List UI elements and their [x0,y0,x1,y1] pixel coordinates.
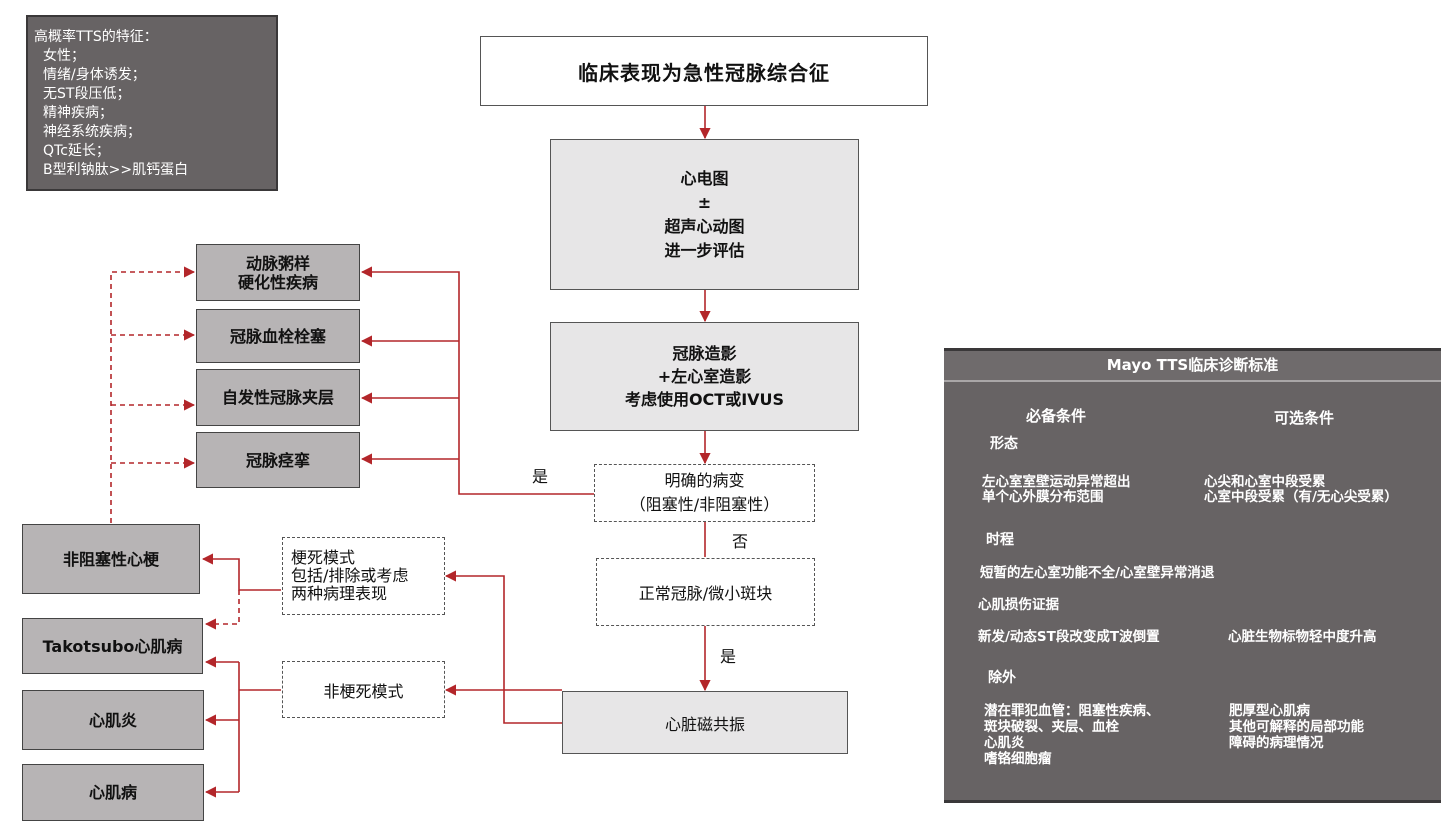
dx-cardiomyopathy-text: 心肌病 [88,783,137,802]
mayo-time-heading: 时程 [986,532,1014,548]
tts-feature-item: 精神疾病； [43,105,113,121]
dx-thromboembolism-text: 冠脉血栓栓塞 [229,326,326,346]
acs-presentation-text: 临床表现为急性冠脉综合征 [578,60,830,85]
angio-line: +左心室造影 [657,367,752,386]
dx-minoca: 非阻塞性心梗 [22,524,200,594]
ecg-echo-box: 心电图 ± 超声心动图 进一步评估 [550,139,859,290]
mayo-optional-heading: 可选条件 [1274,409,1335,427]
mayo-injury-required: 新发/动态ST段改变成T波倒置 [978,629,1160,645]
dx-atherosclerosis-line: 动脉粥样 [245,253,310,273]
arrow-to-atherosclerosis [360,266,594,495]
mayo-exclude-required-line: 心肌炎 [984,735,1025,751]
mayo-exclude-required-line: 潜在罪犯血管：阻塞性疾病、 [984,703,1160,719]
tts-feature-item: 女性； [43,48,85,64]
cardiac-mri-text: 心脏磁共振 [664,714,745,734]
ecg-line: ± [697,192,712,212]
mayo-title: Mayo TTS临床诊断标准 [944,351,1441,382]
infarct-line: 两种病理表现 [291,584,388,603]
lesion-line: （阻塞性/非阻塞性） [629,495,780,514]
angio-line: 冠脉造影 [672,344,737,363]
mayo-injury-optional: 心脏生物标物轻中度升高 [1228,629,1377,645]
definite-lesion-box: 明确的病变 （阻塞性/非阻塞性） [594,464,815,522]
ecg-line: 心电图 [680,168,729,188]
mayo-exclude-required-line: 嗜铬细胞瘤 [984,751,1052,767]
mayo-exclude-heading: 除外 [988,670,1016,686]
dashed-to-atherosclerosis [110,266,196,523]
mayo-morph-required-line: 左心室室壁运动异常超出 [982,474,1131,490]
dx-takotsubo: Takotsubo心肌病 [22,618,203,674]
mayo-exclude-optional-line: 其他可解释的局部功能 [1229,719,1364,735]
dx-atherosclerosis: 动脉粥样 硬化性疾病 [196,244,360,301]
dx-dissection-text: 自发性冠脉夹层 [221,388,334,407]
non-infarct-pattern-box: 非梗死模式 [282,661,445,718]
dx-cardiomyopathy: 心肌病 [22,764,204,821]
dx-dissection: 自发性冠脉夹层 [196,369,360,426]
tts-feature-item: 神经系统疾病； [43,124,141,140]
ecg-line: 超声心动图 [664,216,745,236]
ecg-line: 进一步评估 [664,240,745,260]
mayo-required-heading: 必备条件 [1026,407,1087,425]
infarct-line: 梗死模式 [291,548,356,567]
angio-line: 考虑使用OCT或IVUS [624,390,785,409]
dx-spasm-text: 冠脉痉挛 [245,450,310,470]
dx-minoca-text: 非阻塞性心梗 [62,549,159,569]
mayo-time-required: 短暂的左心室功能不全/心室壁异常消退 [980,565,1215,581]
mayo-morph-optional-line: 心尖和心室中段受累 [1204,474,1326,490]
cardiac-mri-box: 心脏磁共振 [562,691,848,754]
dx-spasm: 冠脉痉挛 [196,432,360,488]
mayo-morphology-heading: 形态 [990,436,1018,452]
non-infarct-text: 非梗死模式 [323,681,404,701]
mayo-exclude-required: 潜在罪犯血管：阻塞性疾病、 斑块破裂、夹层、血栓 心肌炎 嗜铬细胞瘤 [984,703,1160,767]
mayo-criteria-panel: Mayo TTS临床诊断标准 必备条件 可选条件 形态 左心室室壁运动异常超出 … [944,348,1441,803]
mayo-exclude-optional-line: 障碍的病理情况 [1229,735,1324,751]
mayo-morph-required-line: 单个心外膜分布范围 [982,489,1104,505]
dx-takotsubo-text: Takotsubo心肌病 [42,636,183,656]
angiography-box: 冠脉造影 +左心室造影 考虑使用OCT或IVUS [550,322,859,431]
dx-atherosclerosis-line: 硬化性疾病 [237,272,318,292]
tts-features-panel: 高概率TTS的特征： 女性； 情绪/身体诱发； 无ST段压低； 精神疾病； 神经… [26,15,278,191]
normal-coronary-box: 正常冠脉/微小斑块 [596,558,815,626]
acs-presentation-box: 临床表现为急性冠脉综合征 [480,36,928,106]
no-label-lesion: 否 [732,532,749,551]
infarct-pattern-box: 梗死模式 包括/排除或考虑 两种病理表现 [282,537,445,615]
mayo-morph-optional: 心尖和心室中段受累 心室中段受累（有/无心尖受累） [1204,475,1398,505]
lesion-line: 明确的病变 [664,471,745,490]
dx-thromboembolism: 冠脉血栓栓塞 [196,309,360,363]
mayo-injury-heading: 心肌损伤证据 [978,597,1059,613]
mayo-morph-optional-line: 心室中段受累（有/无心尖受累） [1204,489,1398,505]
tts-feature-item: B型利钠肽>>肌钙蛋白 [43,162,189,178]
dx-myocarditis-text: 心肌炎 [88,710,137,730]
mayo-exclude-optional-line: 肥厚型心肌病 [1229,703,1310,719]
arrow-infarct-to-minoca [201,553,281,591]
tts-feature-item: 情绪/身体诱发； [43,67,146,83]
tts-feature-item: 无ST段压低； [43,86,131,102]
mayo-morph-required: 左心室室壁运动异常超出 单个心外膜分布范围 [982,475,1131,505]
tts-features-title: 高概率TTS的特征： [34,29,158,45]
arrow-mri-to-infarct [444,570,562,724]
mayo-exclude-optional: 肥厚型心肌病 其他可解释的局部功能 障碍的病理情况 [1229,703,1364,751]
normal-coronary-text: 正常冠脉/微小斑块 [638,584,773,603]
yes-label-lesion: 是 [532,467,549,486]
dashed-infarct-to-takotsubo [204,590,240,630]
yes-label-normal: 是 [720,647,737,666]
infarct-line: 包括/排除或考虑 [291,566,409,585]
mayo-exclude-required-line: 斑块破裂、夹层、血栓 [984,719,1119,735]
dx-myocarditis: 心肌炎 [22,690,204,750]
tts-feature-item: QTc延长； [43,143,110,159]
